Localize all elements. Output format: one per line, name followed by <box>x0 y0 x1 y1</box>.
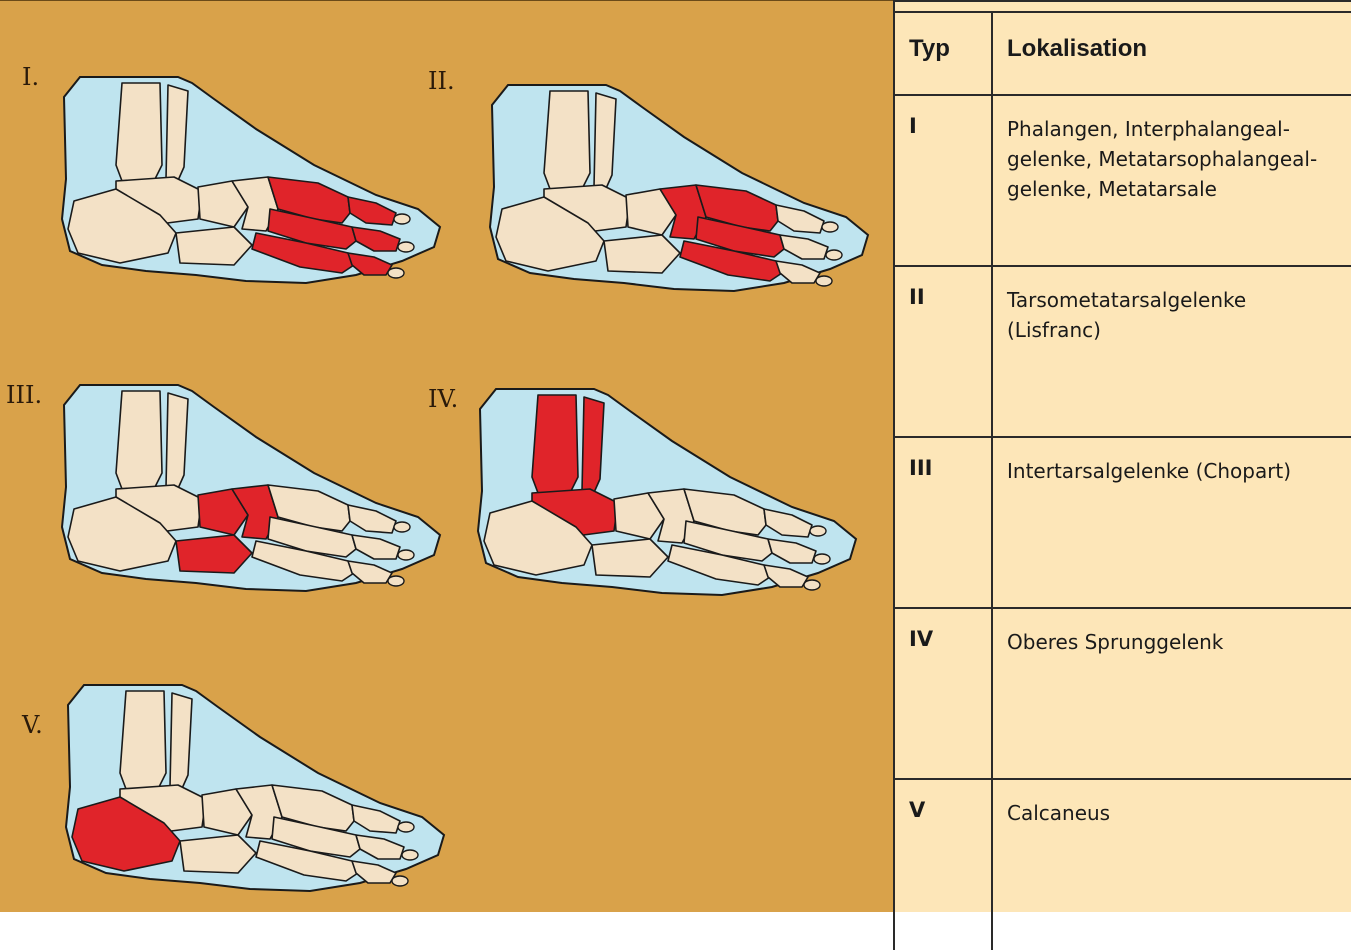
cell-typ: I <box>894 95 992 266</box>
classification-table-panel: Typ Lokalisation I Phalangen, Interphala… <box>893 0 1351 912</box>
highlighted-bone-tibia <box>532 395 578 493</box>
toe-tip <box>810 526 826 536</box>
foot-svg <box>484 77 874 307</box>
toe-tip <box>398 550 414 560</box>
table-row: III Intertarsalgelenke (Chopart) <box>894 437 1351 608</box>
bone-tibia <box>116 83 162 181</box>
panel-label-4: IV. <box>428 385 458 413</box>
toe-tip <box>402 850 418 860</box>
foot-diagram-type-3 <box>56 377 446 607</box>
foot-diagram-type-2 <box>484 77 874 307</box>
bone-tibia <box>116 391 162 489</box>
cell-typ: II <box>894 266 992 437</box>
bone-tibia <box>120 691 166 789</box>
toe-tip <box>388 268 404 278</box>
toe-tip <box>398 242 414 252</box>
cell-typ: III <box>894 437 992 608</box>
foot-svg <box>56 69 446 299</box>
toe-tip <box>816 276 832 286</box>
panel-label-3: III. <box>6 381 42 409</box>
table-row: IV Oberes Sprunggelenk <box>894 608 1351 779</box>
foot-svg <box>56 377 446 607</box>
panel-label-2: II. <box>428 67 455 95</box>
panel-label-1: I. <box>22 63 39 91</box>
toe-tip <box>394 214 410 224</box>
panel-label-5: V. <box>22 711 43 739</box>
toe-tip <box>822 222 838 232</box>
cell-lokalisation: Oberes Sprunggelenk <box>992 608 1351 779</box>
bone-tibia <box>544 91 590 189</box>
header-typ: Typ <box>894 12 992 95</box>
toe-tip <box>398 822 414 832</box>
classification-table: Typ Lokalisation I Phalangen, Interphala… <box>893 11 1351 950</box>
table-row: I Phalangen, Interphalangeal- gelenke, M… <box>894 95 1351 266</box>
foot-svg <box>60 677 450 907</box>
foot-svg <box>472 381 862 611</box>
toe-tip <box>826 250 842 260</box>
foot-diagram-type-5 <box>60 677 450 907</box>
cell-lokalisation: Phalangen, Interphalangeal- gelenke, Met… <box>992 95 1351 266</box>
cell-lokalisation: Calcaneus <box>992 779 1351 950</box>
cell-lokalisation: Intertarsalgelenke (Chopart) <box>992 437 1351 608</box>
toe-tip <box>804 580 820 590</box>
table-row: II Tarsometatarsalgelenke (Lisfranc) <box>894 266 1351 437</box>
toe-tip <box>814 554 830 564</box>
table-row: V Calcaneus <box>894 779 1351 950</box>
foot-diagram-type-4 <box>472 381 862 611</box>
cell-typ: IV <box>894 608 992 779</box>
foot-illustration-panel: I. II. III. IV. V. <box>0 0 893 912</box>
cell-lokalisation: Tarsometatarsalgelenke (Lisfranc) <box>992 266 1351 437</box>
table-header-row: Typ Lokalisation <box>894 12 1351 95</box>
toe-tip <box>388 576 404 586</box>
cell-typ: V <box>894 779 992 950</box>
toe-tip <box>392 876 408 886</box>
toe-tip <box>394 522 410 532</box>
foot-diagram-type-1 <box>56 69 446 299</box>
header-lokalisation: Lokalisation <box>992 12 1351 95</box>
